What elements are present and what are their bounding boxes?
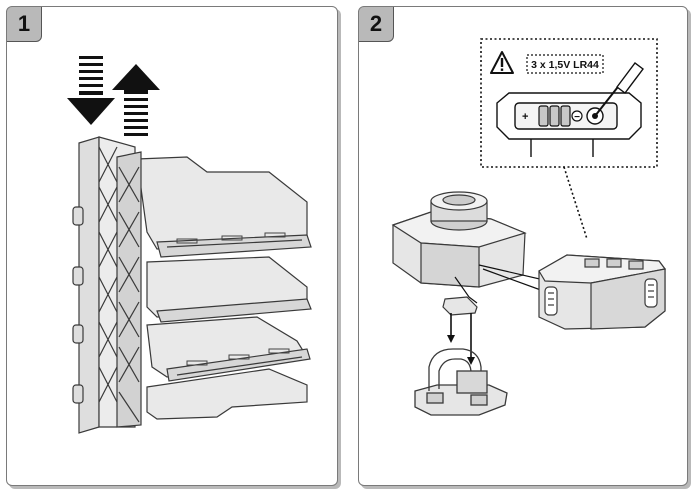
base-unit bbox=[391, 191, 527, 288]
striped-arrow-down-icon bbox=[67, 56, 115, 125]
lattice-tower bbox=[72, 136, 142, 434]
step-1-panel: 1 bbox=[6, 6, 338, 486]
step-number-badge: 2 bbox=[359, 7, 394, 42]
screwdriver-icon bbox=[594, 62, 644, 117]
shelf-panels bbox=[136, 156, 312, 420]
battery-spec-label: 3 x 1,5V LR44 bbox=[531, 59, 599, 71]
callout-leader bbox=[563, 166, 588, 240]
battery-box bbox=[538, 254, 667, 330]
clip-bracket bbox=[414, 348, 508, 416]
shelf-slots bbox=[176, 232, 290, 366]
battery-install-illustration: 3 x 1,5V LR44 + − bbox=[391, 38, 667, 416]
connector-piece bbox=[442, 296, 478, 316]
step-2-panel: 2 3 x 1,5V LR44 + − bbox=[358, 6, 688, 486]
arrow-down-icon bbox=[447, 313, 475, 365]
striped-arrow-up-icon bbox=[112, 64, 160, 136]
warning-triangle-icon bbox=[490, 51, 514, 74]
shelf-tower-illustration bbox=[67, 56, 312, 434]
minus-symbol: − bbox=[574, 112, 580, 123]
step-number-badge: 1 bbox=[7, 7, 42, 42]
plus-symbol: + bbox=[522, 111, 528, 123]
button-cells bbox=[538, 105, 571, 127]
